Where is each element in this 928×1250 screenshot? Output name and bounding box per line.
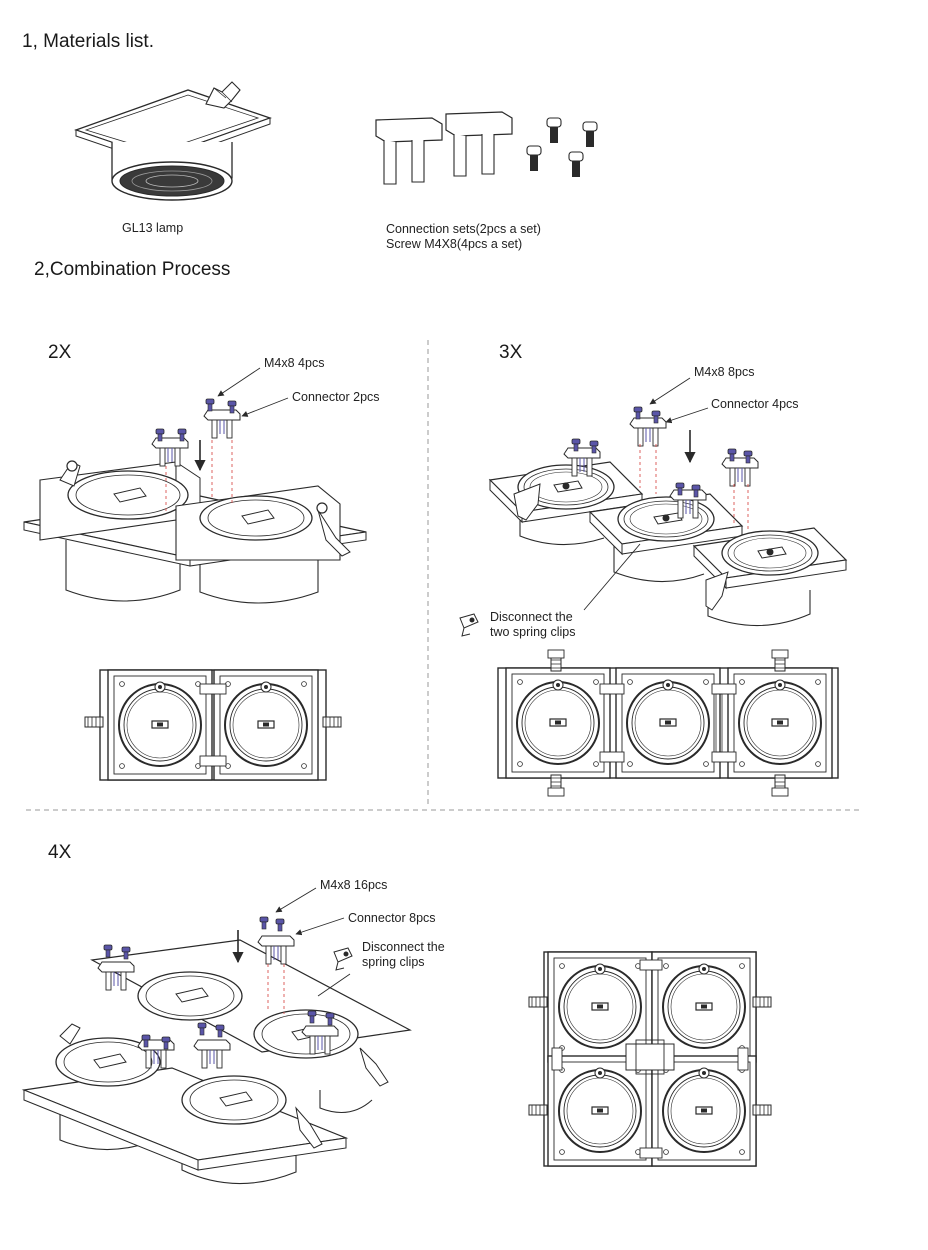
combo-3x-clip-note-2: two spring clips — [490, 625, 576, 639]
materials-heading: 1, Materials list. — [22, 31, 154, 52]
connection-set-drawing — [375, 111, 513, 185]
combo-3x-isometric — [459, 377, 847, 637]
combo-3x-top-view — [497, 649, 839, 797]
gl13-lamp-drawing — [74, 81, 272, 201]
combo-4x-connector-note: Connector 8pcs — [348, 911, 436, 925]
combo-2x-title: 2X — [48, 342, 72, 363]
lamp-label: GL13 lamp — [122, 221, 184, 235]
combo-4x-screw-note: M4x8 16pcs — [320, 878, 388, 892]
combo-4x-clip-note-2: spring clips — [362, 955, 425, 969]
screw-set-drawing — [526, 117, 598, 177]
combo-4x-isometric — [21, 887, 412, 1185]
combo-3x-connector-note: Connector 4pcs — [711, 397, 799, 411]
connection-sets-label: Connection sets(2pcs a set) — [386, 222, 541, 236]
combo-3x-screw-note: M4x8 8pcs — [694, 365, 755, 379]
combo-4x-title: 4X — [48, 842, 72, 863]
combo-3x-title: 3X — [499, 342, 523, 363]
combo-4x-clip-note-1: Disconnect the — [362, 940, 445, 954]
combo-2x-isometric — [23, 367, 367, 604]
combo-4x-top-view — [528, 951, 772, 1167]
combo-2x-top-view — [84, 669, 342, 781]
process-heading: 2,Combination Process — [34, 259, 231, 280]
combo-2x-connector-note: Connector 2pcs — [292, 390, 380, 404]
combo-3x-clip-note-1: Disconnect the — [490, 610, 573, 624]
screw-label: Screw M4X8(4pcs a set) — [386, 237, 523, 251]
combo-2x-screw-note: M4x8 4pcs — [264, 356, 325, 370]
